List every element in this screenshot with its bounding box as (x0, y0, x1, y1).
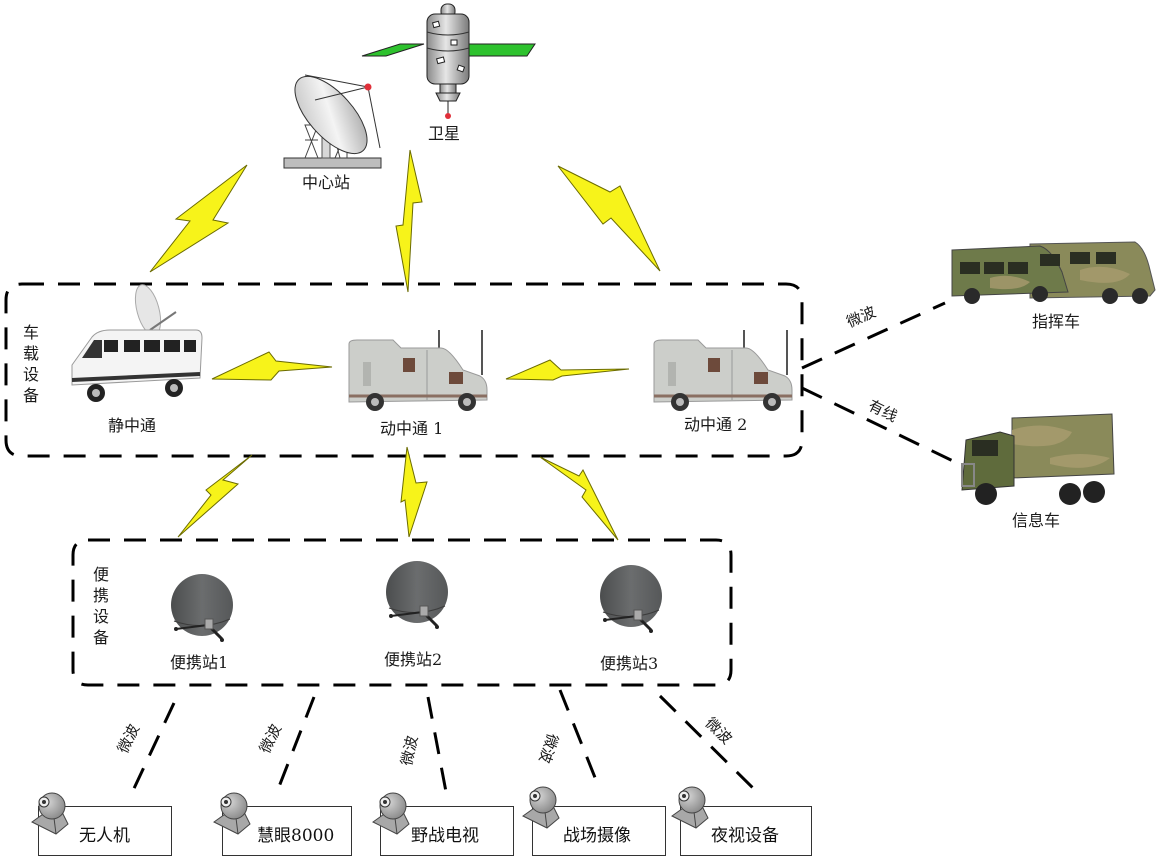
wireless-link-static-to-dmv1 (211, 351, 333, 381)
vehicle-group-border (4, 282, 804, 458)
device-night-vision[interactable]: 夜视设备 (680, 806, 812, 856)
command-vehicle-icon (951, 241, 1156, 304)
link-device-5 (658, 694, 762, 797)
node-label-satcom-van-2: 动中通 2 (684, 415, 748, 434)
device-huiyan-8000[interactable]: 慧眼8000 (222, 806, 352, 856)
wireless-link-vehicles-to-portable2 (400, 446, 428, 538)
device-field-tv[interactable]: 野战电视 (380, 806, 514, 856)
device-label: 野战电视 (411, 826, 479, 846)
node-label-command-vehicle: 指挥车 (1032, 312, 1081, 331)
center-station-label: 中心站 (302, 173, 351, 192)
device-battlefield-camera[interactable]: 战场摄像 (532, 806, 666, 856)
link-device-2 (273, 696, 316, 798)
node-label-static-van: 静中通 (108, 416, 157, 435)
device-uav[interactable]: 无人机 (38, 806, 172, 856)
portable-group-title: 便携设备 (92, 565, 109, 647)
device-label: 慧眼8000 (257, 826, 335, 846)
device-label: 战场摄像 (563, 826, 631, 846)
link-device-1 (128, 702, 176, 798)
portable-dish-icon (386, 561, 448, 629)
link-device-3 (426, 696, 449, 798)
node-label-portable-3: 便携站3 (600, 654, 659, 673)
node-label-info-truck: 信息车 (1012, 511, 1061, 530)
device-label: 夜视设备 (711, 826, 779, 846)
vehicle-group-title: 车载设备 (22, 323, 39, 405)
wireless-link-satellite-to-dmv2 (557, 165, 661, 272)
info-truck-icon (961, 413, 1115, 505)
node-label-satcom-van-1: 动中通 1 (380, 419, 444, 438)
satellite-icon (361, 3, 536, 119)
wireless-link-satellite-to-dmv1 (395, 149, 423, 293)
device-label: 无人机 (79, 826, 130, 846)
wireless-link-vehicles-to-portable1 (177, 454, 253, 538)
wireless-link-dmv1-to-dmv2 (505, 359, 630, 381)
link-device-4 (558, 689, 602, 791)
satellite-label: 卫星 (428, 124, 461, 143)
link-wired-info (801, 386, 956, 464)
portable-dish-icon (171, 574, 233, 642)
ground-dish-icon (283, 74, 382, 169)
satcom-van-icon (653, 330, 793, 411)
link-microwave-command (801, 301, 946, 370)
wireless-link-center-to-vehicles (149, 164, 248, 273)
satcom-van-icon (348, 330, 488, 411)
dish-van-icon (71, 284, 203, 402)
portable-dish-icon (600, 565, 662, 633)
node-label-portable-2: 便携站2 (384, 650, 443, 669)
node-label-portable-1: 便携站1 (170, 653, 229, 672)
wireless-link-vehicles-to-portable3 (539, 456, 619, 541)
portable-group-border (71, 538, 733, 687)
